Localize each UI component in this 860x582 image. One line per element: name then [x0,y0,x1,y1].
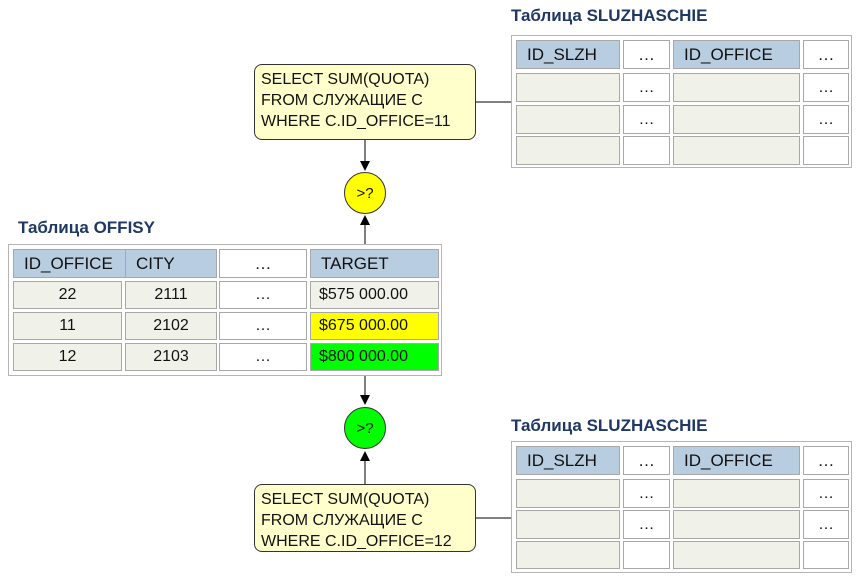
top-sql-query-box: SELECT SUM(QUOTA) FROM СЛУЖАЩИЕ С WHERE … [254,64,476,140]
header-ellipsis: … [803,446,849,475]
table-cell [673,73,800,102]
table-cell [673,479,800,508]
header-id-office: ID_OFFICE [673,40,800,69]
query-line: FROM СЛУЖАЩИЕ С [261,92,423,109]
table-cell-city: 2103 [125,343,217,371]
table-cell: … [623,105,670,134]
table-cell [516,479,620,508]
header-city: CITY [125,249,217,278]
table-cell [516,541,620,569]
table-cell: … [803,510,849,539]
table-cell [516,510,620,539]
table-cell-id-office: 22 [13,281,122,309]
table-cell [673,136,800,165]
header-ellipsis: … [623,40,670,69]
table-cell-city: 2102 [125,312,217,340]
table-cell-id-office: 12 [13,343,122,371]
offices-table-title: Таблица OFFISY [18,218,155,237]
header-id-office: ID_OFFICE [673,446,800,475]
bottom-sql-query-box: SELECT SUM(QUOTA) FROM СЛУЖАЩИЕ С WHERE … [254,484,476,552]
header-ellipsis: … [803,40,849,69]
table-cell [623,136,670,165]
table-cell: … [219,281,307,309]
table-cell-id-office: 11 [13,312,122,340]
table-cell [516,136,620,165]
table-cell: … [219,312,307,340]
table-cell [673,541,800,569]
header-ellipsis: … [219,249,307,278]
bottom-table-title: Таблица SLUZHASCHIE [511,416,708,435]
top-table-title: Таблица SLUZHASCHIE [511,6,708,25]
table-cell: … [623,73,670,102]
query-line: SELECT SUM(QUOTA) [261,71,430,88]
offisy-table: ID_OFFICE CITY … TARGET 22 2111 … $575 0… [8,244,442,376]
table-cell-target-highlighted: $800 000.00 [310,343,439,371]
query-line: WHERE C.ID_OFFICE=11 [261,113,451,130]
table-cell: … [803,73,849,102]
table-cell-target-highlighted: $675 000.00 [310,312,439,340]
table-cell [673,105,800,134]
top-sluzhaschie-table: ID_SLZH … ID_OFFICE … … … … … [511,35,852,168]
table-cell-city: 2111 [125,281,217,309]
table-cell [623,541,670,569]
query-line: SELECT SUM(QUOTA) [261,491,430,508]
header-target: TARGET [310,249,439,278]
table-cell [673,510,800,539]
header-id-slzh: ID_SLZH [516,40,620,69]
table-cell: … [623,479,670,508]
table-cell [516,73,620,102]
table-cell: … [803,479,849,508]
top-compare-operator: >? [344,172,386,214]
bottom-sluzhaschie-table: ID_SLZH … ID_OFFICE … … … … … [511,441,852,573]
table-cell: … [623,510,670,539]
table-cell: … [803,105,849,134]
table-cell [803,541,849,569]
table-cell: … [219,343,307,371]
table-cell [803,136,849,165]
bottom-compare-operator: >? [344,407,386,449]
query-line: FROM СЛУЖАЩИЕ С [261,512,423,529]
header-id-office: ID_OFFICE [13,249,129,278]
table-cell-target: $575 000.00 [310,281,439,309]
header-id-slzh: ID_SLZH [516,446,620,475]
table-cell [516,105,620,134]
query-line: WHERE C.ID_OFFICE=12 [261,533,452,550]
header-ellipsis: … [623,446,670,475]
